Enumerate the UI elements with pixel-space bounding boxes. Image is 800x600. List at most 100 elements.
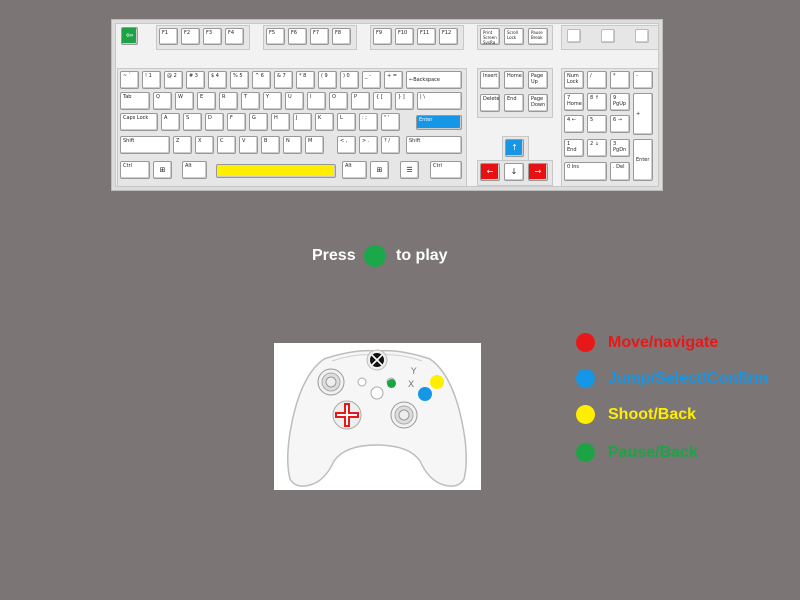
- legend-label: Jump/Select/Confirm: [608, 370, 769, 387]
- press-to-play-prompt: Press to play: [0, 243, 800, 269]
- key-5: % 5: [230, 71, 249, 89]
- key-x: X: [195, 136, 214, 154]
- equals-key: + =: [384, 71, 403, 89]
- key-b: B: [261, 136, 280, 154]
- f6-key: F6: [288, 28, 307, 45]
- key-f: F: [227, 113, 246, 131]
- f7-key: F7: [310, 28, 329, 45]
- f3-key: F3: [203, 28, 222, 45]
- alt-right-key: Alt: [342, 161, 367, 179]
- num-lock-key: Num Lock: [564, 71, 584, 89]
- f4-key: F4: [225, 28, 244, 45]
- legend-label: Shoot/Back: [608, 406, 697, 423]
- key-n: N: [283, 136, 302, 154]
- caps-lock-led: [601, 29, 615, 43]
- tilde-key: ~ `: [120, 71, 139, 89]
- legend-item-shoot: Shoot/Back: [575, 402, 800, 428]
- svg-text:Y: Y: [410, 367, 417, 377]
- pause-break-key: Pause Break: [528, 28, 548, 45]
- key-s: S: [183, 113, 202, 131]
- b-button-yellow-icon: [430, 375, 444, 389]
- key-8: * 8: [296, 71, 315, 89]
- alt-left-key: Alt: [182, 161, 207, 179]
- menu-key: ☰: [400, 161, 419, 179]
- key-w: W: [175, 92, 194, 110]
- green-dot-icon: [576, 443, 595, 462]
- end-key: End: [504, 94, 524, 112]
- delete-key: Delete: [480, 94, 500, 112]
- f5-key: F5: [266, 28, 285, 45]
- f11-key: F11: [417, 28, 436, 45]
- numpad-0-key: 0 Ins: [564, 162, 607, 181]
- quote-key: " ': [381, 113, 400, 131]
- key-1: ! 1: [142, 71, 161, 89]
- legend-label: Pause/Back: [608, 444, 698, 461]
- arrow-left-key: ←: [480, 163, 500, 181]
- controller-diagram: Y X: [274, 343, 481, 490]
- numpad-divide-key: /: [587, 71, 607, 89]
- legend-item-pause: Pause/Back: [575, 440, 800, 466]
- legend-label: Move/navigate: [608, 334, 719, 351]
- f12-key: F12: [439, 28, 458, 45]
- arrow-down-key: ↓: [504, 163, 524, 181]
- ctrl-right-key: Ctrl: [430, 161, 462, 179]
- numpad-1-key: 1 End: [564, 139, 584, 157]
- key-c: C: [217, 136, 236, 154]
- numpad-5-key: 5: [587, 115, 607, 133]
- numpad-2-key: 2 ↓: [587, 139, 607, 157]
- f1-key: F1: [159, 28, 178, 45]
- menu-button-green-icon: [387, 379, 396, 388]
- numpad-decimal-key: . Del: [610, 162, 630, 181]
- bracket-right-key: } ]: [395, 92, 414, 110]
- key-3: # 3: [186, 71, 205, 89]
- caps-lock-key: Caps Lock: [120, 113, 158, 131]
- f2-key: F2: [181, 28, 200, 45]
- key-z: Z: [173, 136, 192, 154]
- key-0: ) 0: [340, 71, 359, 89]
- gamepad-icon: Y X: [287, 349, 467, 487]
- key-h: H: [271, 113, 290, 131]
- key-q: Q: [153, 92, 172, 110]
- numpad-enter-key: Enter: [633, 139, 653, 181]
- key-t: T: [241, 92, 260, 110]
- key-j: J: [293, 113, 312, 131]
- blue-dot-icon: [576, 369, 595, 388]
- legend-item-jump: Jump/Select/Confirm: [575, 366, 800, 392]
- key-y: Y: [263, 92, 282, 110]
- page-up-key: Page Up: [528, 71, 548, 89]
- key-k: K: [315, 113, 334, 131]
- windows-left-key: ⊞: [153, 161, 172, 179]
- key-m: M: [305, 136, 324, 154]
- bracket-left-key: { [: [373, 92, 392, 110]
- dpad-icon: [335, 403, 359, 427]
- key-e: E: [197, 92, 216, 110]
- shift-left-key: Shift: [120, 136, 170, 154]
- home-key: Home: [504, 71, 524, 89]
- space-bar-key: [216, 164, 336, 178]
- insert-key: Insert: [480, 71, 500, 89]
- svg-text:X: X: [408, 380, 414, 390]
- key-2: @ 2: [164, 71, 183, 89]
- shift-right-key: Shift: [406, 136, 462, 154]
- scroll-lock-led: [635, 29, 649, 43]
- slash-key: ? /: [381, 136, 400, 154]
- numpad-7-key: 7 Home: [564, 93, 584, 111]
- key-4: $ 4: [208, 71, 227, 89]
- num-lock-led: [567, 29, 581, 43]
- print-screen-key: Print Screen SysRq: [480, 28, 500, 45]
- press-label: Press: [312, 247, 356, 264]
- semicolon-key: : ;: [359, 113, 378, 131]
- green-button-icon: [364, 245, 386, 267]
- legend-item-move: Move/navigate: [575, 330, 800, 356]
- numpad-minus-key: -: [633, 71, 653, 89]
- key-r: R: [219, 92, 238, 110]
- numpad-9-key: 9 PgUp: [610, 93, 630, 111]
- key-d: D: [205, 113, 224, 131]
- ctrl-left-key: Ctrl: [120, 161, 150, 179]
- f8-key: F8: [332, 28, 351, 45]
- f9-key: F9: [373, 28, 392, 45]
- keyboard-diagram: ⇦ F1 F2 F3 F4 F5 F6 F7 F8 F9 F10 F11 F12…: [111, 19, 663, 191]
- key-l: L: [337, 113, 356, 131]
- key-9: ( 9: [318, 71, 337, 89]
- key-p: P: [351, 92, 370, 110]
